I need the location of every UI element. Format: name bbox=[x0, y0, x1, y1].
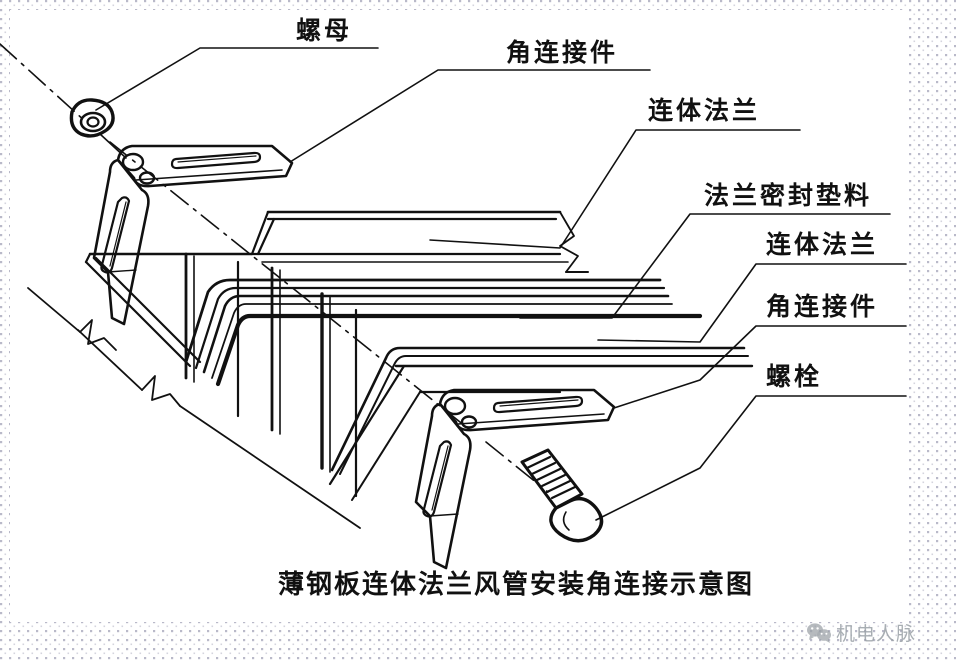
bolt-part bbox=[520, 448, 604, 543]
leader-lines bbox=[95, 47, 907, 521]
label-corner-connector-bottom: 角连接件 bbox=[766, 292, 879, 321]
corner-connector-top bbox=[92, 144, 294, 326]
flange-gasket-band bbox=[215, 313, 703, 387]
figure-title: 薄钢板连体法兰风管安装角连接示意图 bbox=[278, 570, 755, 600]
label-integral-flange-mid: 连体法兰 bbox=[766, 230, 879, 259]
label-corner-connector-top: 角连接件 bbox=[506, 38, 619, 67]
duct-upper-panel bbox=[84, 210, 589, 368]
label-bolt: 螺栓 bbox=[766, 362, 823, 391]
duct-top-surface bbox=[250, 252, 569, 263]
label-nut: 螺母 bbox=[296, 16, 353, 45]
watermark-text: 机电人脉 bbox=[836, 623, 917, 645]
corner-connector-bottom bbox=[414, 388, 616, 570]
label-flange-gasket: 法兰密封垫料 bbox=[704, 181, 873, 210]
duct-lower-panel bbox=[328, 346, 754, 501]
integral-flange-upper bbox=[184, 278, 673, 379]
leader-tick-nut bbox=[99, 133, 127, 159]
label-integral-flange-top: 连体法兰 bbox=[648, 96, 761, 125]
duct-left-edges bbox=[77, 252, 361, 529]
nut-part bbox=[69, 98, 115, 138]
center-axis-line bbox=[0, 43, 549, 493]
wechat-icon bbox=[807, 623, 831, 643]
break-mark-left bbox=[27, 287, 117, 351]
